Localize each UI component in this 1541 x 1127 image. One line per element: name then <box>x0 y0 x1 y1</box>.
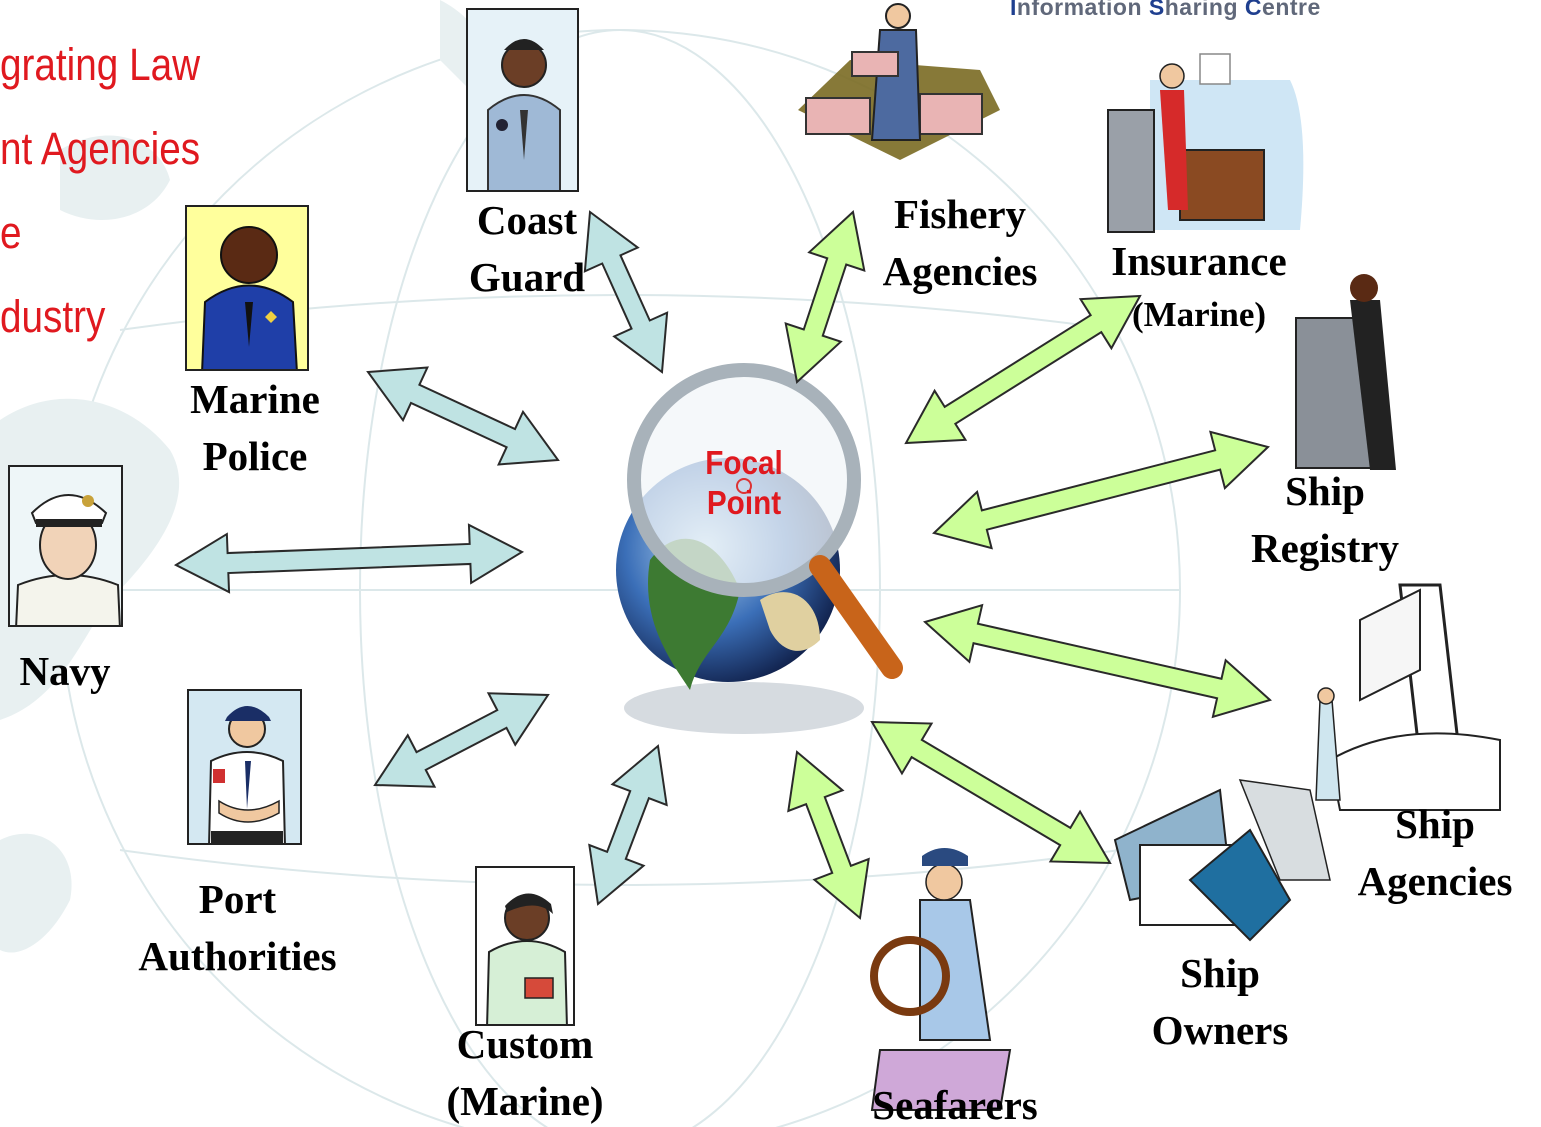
fishery-worker-icon <box>798 3 1000 160</box>
arrow-ship-owners <box>870 720 1112 865</box>
arrow-marine-police <box>366 366 560 466</box>
arrow-custom <box>588 744 668 906</box>
corner-title-word-3: Centre <box>1244 0 1321 20</box>
arrow-port-authorities <box>373 692 550 788</box>
intro-line-2: nt Agencies <box>0 123 201 174</box>
intro-line-4: dustry <box>0 291 106 342</box>
custom-marine-label: Custom (Marine) <box>446 1021 604 1124</box>
ship-registry-label: Ship Registry <box>1250 468 1399 571</box>
corner-title-word-2: Sharing <box>1148 0 1245 20</box>
arrow-ship-agencies <box>922 603 1273 719</box>
ship-agencies-icon <box>1315 583 1501 811</box>
arrow-fishery <box>784 210 866 384</box>
navy-officer-icon <box>10 467 121 625</box>
port-officer-icon <box>189 691 300 843</box>
insurance-marine-label: Insurance (Marine) <box>1111 238 1287 334</box>
seafarers-label: Seafarers <box>872 1082 1038 1127</box>
corner-title: Information Sharing Centre <box>1010 0 1536 28</box>
port-authorities-picture <box>187 689 302 845</box>
navy-picture <box>8 465 123 627</box>
navy-label: Navy <box>19 648 111 694</box>
ship-agencies-label: Ship Agencies <box>1357 801 1513 904</box>
ship-registry-clerk-icon <box>1295 274 1396 470</box>
arrow-seafarers <box>787 750 870 920</box>
seafarer-icon <box>870 848 1012 1111</box>
custom-picture <box>475 866 575 1026</box>
fishery-agencies-label: Fishery Agencies <box>882 191 1038 294</box>
coast-guard-label: Coast Guard <box>468 197 586 300</box>
police-officer-icon <box>187 207 307 369</box>
intro-line-1: grating Law <box>0 39 201 90</box>
customs-officer-icon <box>486 893 568 1024</box>
focal-point-line-1: Focal <box>705 444 783 481</box>
arrow-coast-guard <box>583 210 669 374</box>
corner-title-word-1: Information <box>1010 0 1149 20</box>
ship-owners-icon <box>1113 779 1331 942</box>
marine-police-label: Marine Police <box>190 376 320 479</box>
arrow-ship-registry <box>932 430 1270 550</box>
intro-line-3: e <box>0 207 22 258</box>
coast-guard-officer-icon <box>468 10 577 190</box>
arrow-navy <box>173 523 525 594</box>
marine-police-picture <box>185 205 309 371</box>
coast-guard-picture <box>466 8 579 192</box>
globe-magnifier-icon <box>616 363 903 734</box>
port-authorities-label: Port Authorities <box>138 876 337 979</box>
focal-point-label: Focal Point <box>679 443 809 523</box>
focal-point-line-2: Point <box>706 484 782 521</box>
ship-owners-label: Ship Owners <box>1151 950 1289 1053</box>
insurance-office-icon <box>1107 53 1304 233</box>
arrow-insurance <box>904 294 1142 445</box>
